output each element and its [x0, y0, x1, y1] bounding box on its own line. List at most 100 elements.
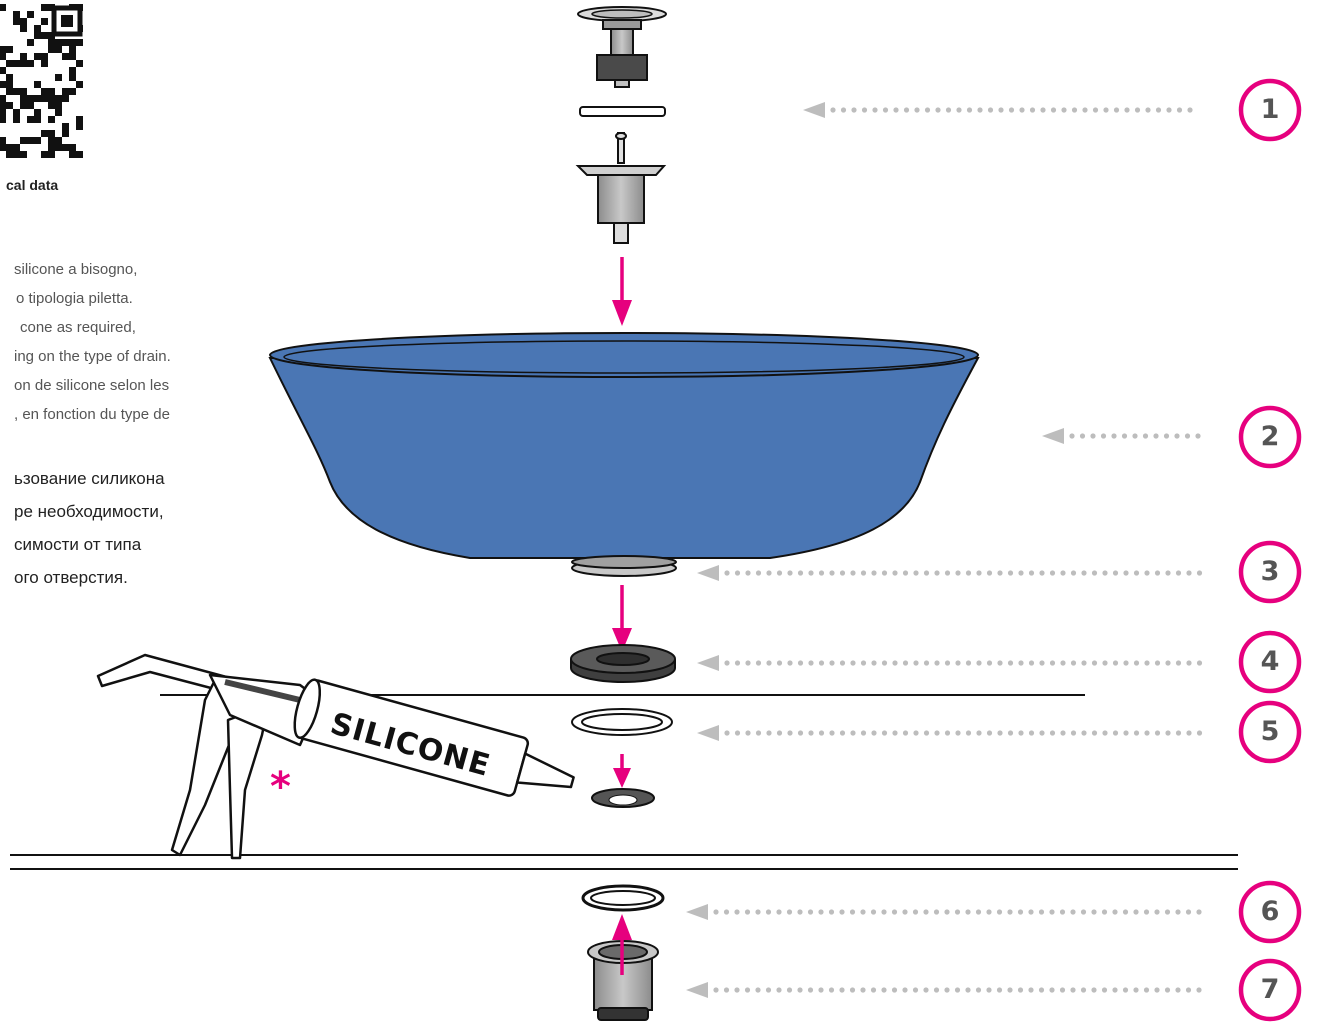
leader-dot — [997, 909, 1002, 914]
leader-dot — [713, 987, 718, 992]
leader-dot — [945, 660, 950, 665]
leader-dot — [1081, 987, 1086, 992]
leader-dot — [1051, 107, 1056, 112]
leader-dot — [766, 570, 771, 575]
leader-dot — [1164, 433, 1169, 438]
leader-arrowhead-2 — [1042, 428, 1064, 444]
qr-module — [41, 60, 48, 67]
note-en-line-1: cone as required, — [20, 317, 136, 338]
leader-dot — [756, 730, 761, 735]
leader-dot — [976, 987, 981, 992]
qr-module — [20, 102, 27, 109]
leader-dot — [1008, 730, 1013, 735]
leader-dot — [818, 909, 823, 914]
qr-module — [20, 25, 27, 32]
qr-module — [55, 109, 62, 116]
leader-dot — [997, 987, 1002, 992]
leader-dot — [745, 660, 750, 665]
qr-module — [55, 95, 62, 102]
leader-arrowhead-4 — [697, 655, 719, 671]
leader-dot — [1029, 570, 1034, 575]
leader-dot — [724, 730, 729, 735]
leader-dot — [808, 730, 813, 735]
leader-dot — [1175, 909, 1180, 914]
qr-module — [27, 116, 34, 123]
leader-dot — [734, 909, 739, 914]
leader-dot — [1112, 909, 1117, 914]
leader-dot — [1071, 730, 1076, 735]
leader-dot — [924, 660, 929, 665]
leader-dot — [766, 660, 771, 665]
leader-dot — [713, 909, 718, 914]
leader-dot — [976, 570, 981, 575]
leader-dot — [1060, 570, 1065, 575]
step-badge-number-5: 5 — [1240, 702, 1300, 762]
leader-dot — [1102, 987, 1107, 992]
leader-dot — [1101, 433, 1106, 438]
leader-dot — [745, 987, 750, 992]
qr-module — [6, 88, 13, 95]
note-ru-line-1: ьзование силикона — [14, 467, 165, 491]
qr-module — [6, 151, 13, 158]
qr-module — [0, 109, 6, 116]
leader-dot — [861, 730, 866, 735]
qr-module — [76, 60, 83, 67]
leader-dot — [1007, 987, 1012, 992]
qr-module — [13, 60, 20, 67]
leader-dot — [735, 660, 740, 665]
qr-module — [6, 81, 13, 88]
leader-dot — [1123, 660, 1128, 665]
leader-dot — [1007, 909, 1012, 914]
qr-module — [48, 39, 55, 46]
leader-dot — [892, 909, 897, 914]
leader-dot — [945, 730, 950, 735]
qr-module — [62, 88, 69, 95]
leader-dot — [830, 107, 835, 112]
leader-dot — [841, 107, 846, 112]
leader-dot — [988, 107, 993, 112]
leader-dot — [1009, 107, 1014, 112]
leader-dot — [1123, 570, 1128, 575]
leader-dot — [745, 730, 750, 735]
assembly-arrow-3 — [613, 754, 631, 788]
leader-dot — [1114, 107, 1119, 112]
leader-dot — [1050, 660, 1055, 665]
leader-dot — [903, 660, 908, 665]
qr-module — [69, 46, 76, 53]
step-badge-number-3: 3 — [1240, 542, 1300, 602]
leader-dot — [934, 987, 939, 992]
qr-module — [41, 151, 48, 158]
qr-module — [48, 137, 55, 144]
leader-dot — [1050, 730, 1055, 735]
leader-dot — [1092, 730, 1097, 735]
leader-dot — [1039, 570, 1044, 575]
qr-module — [48, 95, 55, 102]
qr-module — [0, 144, 6, 151]
leader-dot — [976, 730, 981, 735]
leader-dot — [860, 987, 865, 992]
qr-module — [41, 53, 48, 60]
note-it-line-1: silicone a bisogno, — [14, 259, 137, 280]
leader-dot — [1112, 987, 1117, 992]
qr-module — [0, 4, 6, 11]
leader-dot — [724, 570, 729, 575]
leader-dot — [1070, 987, 1075, 992]
leader-dot — [935, 107, 940, 112]
leader-dot — [850, 570, 855, 575]
leader-dot — [808, 909, 813, 914]
leader-dot — [797, 909, 802, 914]
qr-module — [13, 109, 20, 116]
leader-dot — [925, 107, 930, 112]
qr-module — [48, 151, 55, 158]
qr-module — [76, 39, 83, 46]
leader-dot — [861, 660, 866, 665]
leader-dot — [862, 107, 867, 112]
leader-dot — [1165, 730, 1170, 735]
leader-dot — [998, 107, 1003, 112]
leader-dot — [787, 730, 792, 735]
leader-dot — [1039, 987, 1044, 992]
note-ru-line-2: ре необходимости, — [14, 500, 164, 524]
leader-dot — [787, 987, 792, 992]
qr-module — [0, 46, 6, 53]
leader-dot — [724, 909, 729, 914]
